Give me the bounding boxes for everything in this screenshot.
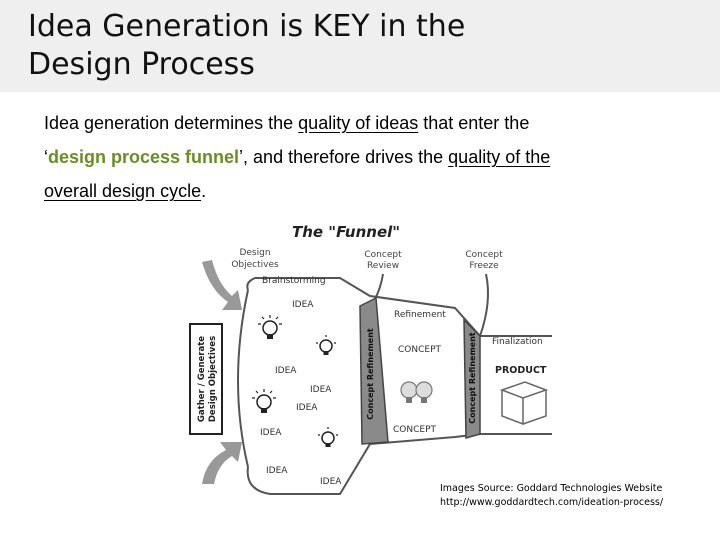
concept-label: CONCEPT (393, 425, 436, 435)
product-label: PRODUCT (495, 365, 547, 376)
para-text-3: , and therefore drives the (243, 147, 448, 167)
para-text-1: Idea generation determines the (44, 113, 298, 133)
source-line-1: Images Source: Goddard Technologies Webs… (440, 482, 663, 496)
para-text-2: that enter the (418, 113, 529, 133)
label-finalization: Finalization (492, 337, 543, 347)
idea-label: IDEA (320, 477, 342, 487)
concept-bulbs-icon (401, 382, 432, 403)
lightbulb-icon (252, 389, 276, 413)
concept-label: CONCEPT (398, 345, 441, 355)
lightbulb-icon (316, 335, 336, 355)
lightbulb-icon (318, 427, 338, 447)
title-line-1: Idea Generation is KEY in the (28, 9, 465, 44)
para-text-4: . (201, 181, 206, 201)
idea-label: IDEA (266, 466, 288, 476)
arrow-bottom-icon (202, 442, 242, 484)
title-line-2: Design Process (28, 47, 255, 82)
freeze-line (480, 274, 488, 336)
label-design-objectives-2: Objectives (231, 260, 279, 270)
label-concept-freeze-2: Freeze (469, 261, 499, 271)
funnel-outline-left (238, 290, 248, 467)
idea-label: IDEA (292, 300, 314, 310)
label-concept-freeze-1: Concept (465, 250, 503, 260)
concept-refinement-label-1: Concept Refinement (366, 328, 375, 420)
quality-of-ideas-link[interactable]: quality of ideas (298, 113, 418, 133)
funnel-title: The "Funnel" (292, 223, 400, 241)
label-refinement: Refinement (394, 310, 446, 320)
quality-of-design-link-a[interactable]: quality of the (448, 147, 550, 167)
image-source-caption: Images Source: Goddard Technologies Webs… (440, 482, 663, 510)
gather-label-2: Design Objectives (208, 336, 218, 422)
source-line-2: http://www.goddardtech.com/ideation-proc… (440, 496, 663, 510)
slide-title: Idea Generation is KEY in the Design Pro… (28, 8, 465, 84)
funnel-diagram: The "Funnel" Design Objectives Concept R… (180, 212, 555, 504)
idea-label: IDEA (296, 403, 318, 413)
concept-refinement-label-2: Concept Refinement (468, 332, 477, 424)
body-paragraph: Idea generation determines the quality o… (44, 106, 664, 208)
label-design-objectives-1: Design (239, 248, 270, 258)
design-process-funnel-text: design process funnel (48, 147, 239, 167)
quality-of-design-link-b[interactable]: overall design cycle (44, 181, 201, 201)
idea-label: IDEA (310, 385, 332, 395)
label-brainstorming: Brainstorming (262, 276, 326, 286)
idea-label: IDEA (260, 428, 282, 438)
idea-label: IDEA (275, 366, 297, 376)
product-box-icon (502, 382, 546, 424)
lightbulb-icon (258, 315, 282, 339)
label-concept-review-2: Review (367, 261, 399, 271)
gather-label-1: Gather / Generate (197, 336, 207, 422)
label-concept-review-1: Concept (364, 250, 402, 260)
